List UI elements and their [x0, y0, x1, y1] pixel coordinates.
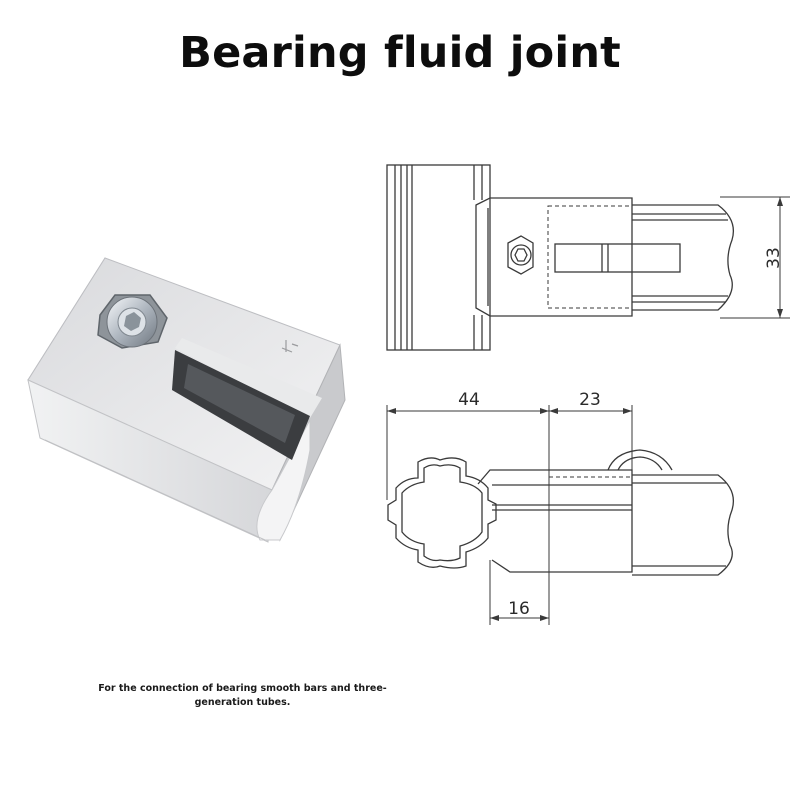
top-view-drawing: [386, 164, 790, 351]
dimension-width-left-label: 44: [458, 390, 480, 410]
dimension-height-label: 33: [764, 247, 784, 269]
side-view-drawing: [386, 405, 735, 625]
page-title: Bearing fluid joint: [179, 28, 621, 78]
product-caption: For the connection of bearing smooth bar…: [98, 683, 387, 708]
dimension-width-right-label: 23: [579, 390, 601, 410]
product-photo: [27, 257, 346, 543]
dimension-bottom-label: 16: [508, 599, 530, 619]
